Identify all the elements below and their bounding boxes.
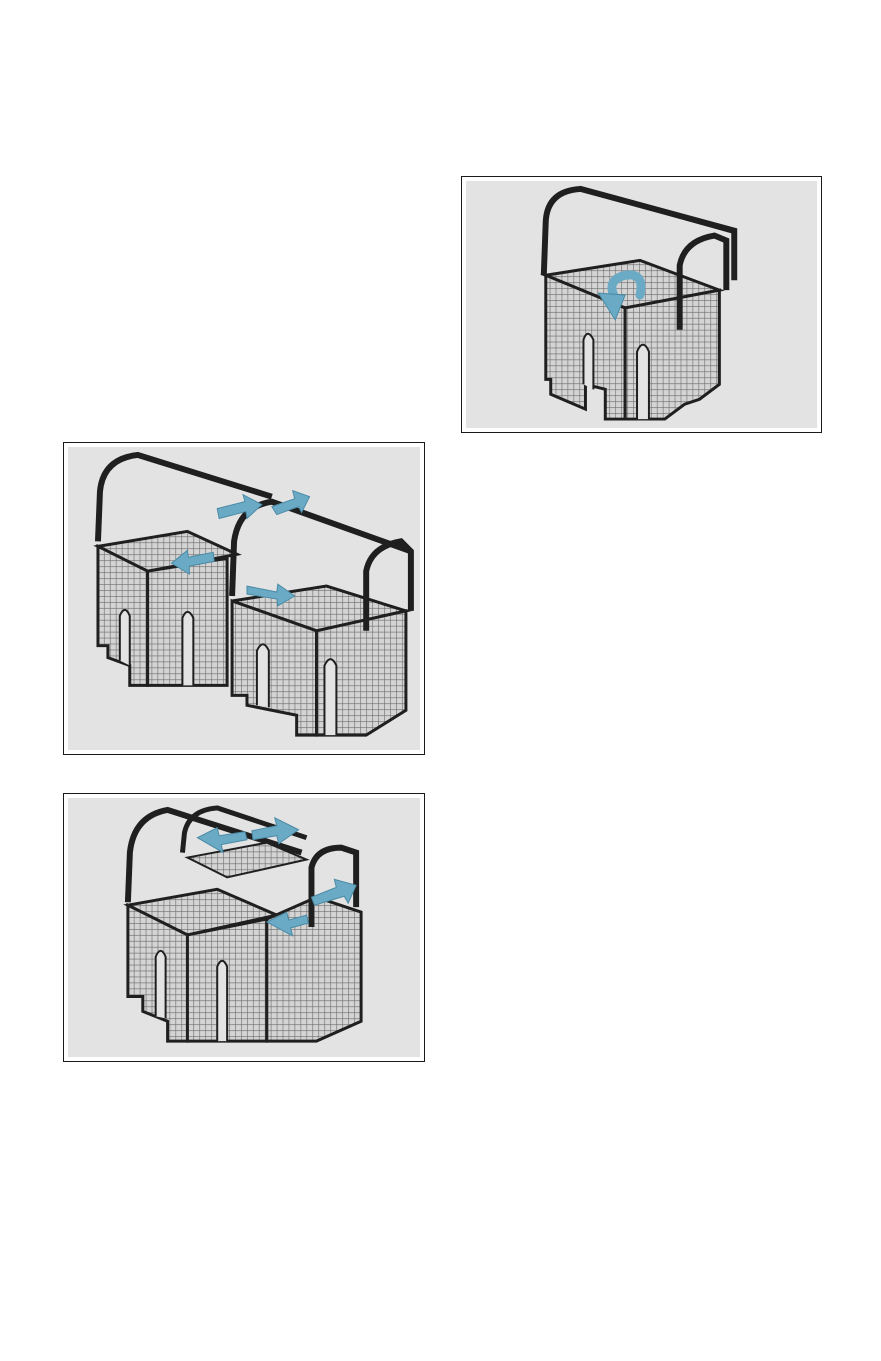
cutlery-basket-slide-arrows-icon [68, 798, 420, 1057]
cutlery-basket-split-arrows-icon [68, 447, 420, 750]
figure-two-baskets-separate [63, 442, 425, 755]
cutlery-basket-fold-arrow-icon [466, 181, 817, 428]
figure-panel [68, 447, 420, 750]
figure-panel [68, 798, 420, 1057]
figure-basket-halves-slide [63, 793, 425, 1062]
figure-basket-flap-fold [461, 176, 822, 433]
figure-panel [466, 181, 817, 428]
